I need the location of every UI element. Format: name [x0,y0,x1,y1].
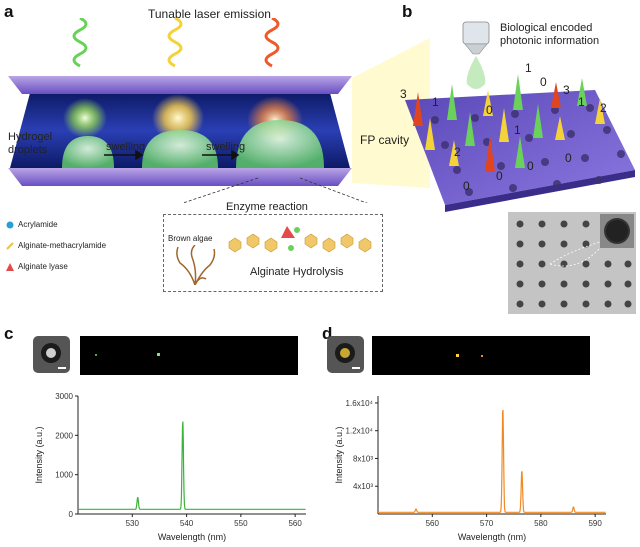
y-tick-label: 0 [69,510,74,519]
legend-label: Acrylamide [18,220,58,229]
panel-b-number-9: 2 [600,101,607,115]
legend-row-acrylamide: Acrylamide [6,220,58,229]
swelling-label-1: swelling [106,141,146,153]
panel-a-letter: a [4,2,14,21]
spectrum-line [378,409,606,513]
x-tick-label: 530 [126,519,140,528]
enzyme-box-title: Enzyme reaction [224,201,310,213]
spectrum-line [78,421,306,510]
legend-label: Alginate lyase [18,262,68,271]
y-tick-label: 4x10³ [353,482,373,491]
scale-bar [58,367,66,369]
hydrogel-label-line2: droplets [8,144,48,156]
triangle-icon [6,262,14,271]
panel-b-illustration [405,21,635,212]
panel-d-laser-image [372,336,590,375]
panel-b-number-6: 1 [578,95,585,109]
panel-b-number-4: 3 [563,83,570,97]
dot-icon [6,221,14,228]
x-tick-label: 560 [288,519,302,528]
panel-a-title: Tunable laser emission [148,7,271,21]
x-tick-label: 540 [180,519,194,528]
y-axis-label: Intensity (a.u.) [34,426,44,483]
legend-row-alginate-methacrylamide: Alginate-methacrylamide [6,241,106,250]
panel-b-number-2: 1 [432,95,439,109]
hydrogel-label-line1: Hydrogel [8,131,53,143]
enzyme-reaction-box [163,214,383,292]
y-tick-label: 2000 [55,431,73,440]
x-axis-label: Wavelength (nm) [458,532,526,542]
x-tick-label: 570 [480,519,494,528]
panel-b-number-8: 1 [514,123,521,137]
panel-b-letter: b [402,2,413,21]
y-tick-label: 1000 [55,471,73,480]
panel-b-number-7: 0 [540,75,547,89]
scale-bar [352,367,360,369]
laser-spot-bright [456,354,459,357]
panel-c-thumbnail [33,336,70,373]
laser-spot-bright [157,353,160,356]
alginate-chain-icon [228,226,372,253]
brown-algae-icon [176,245,216,285]
panel-b-number-10: 2 [454,145,461,159]
panel-d-letter: d [322,324,333,343]
droplet-highlight [340,348,350,358]
panel-b-number-12: 0 [496,169,503,183]
panel-b-title-line2: photonic information [500,35,600,47]
panel-c-letter: c [4,324,14,343]
alginate-hydrolysis-label: Alginate Hydrolysis [250,266,344,278]
panel-b-number-3: 0 [486,103,493,117]
legend-row-alginate-lyase: Alginate lyase [6,262,68,271]
y-tick-label: 1.6x10⁴ [346,399,374,408]
x-axis-label: Wavelength (nm) [158,532,226,542]
swelling-label-2: swelling [206,141,246,153]
brown-algae-label: Brown algae [168,234,213,243]
panel-b-number-11: 0 [463,179,470,193]
fp-cavity-label: FP cavity [360,133,410,147]
y-tick-label: 1.2x10⁴ [346,427,374,436]
panel-b-number-14: 0 [565,151,572,165]
panel-b-number-1: 3 [400,87,407,101]
panel-a-illustration [8,18,430,203]
laser-spot-small [481,355,483,357]
panel-b-title-line1: Biological encoded [500,22,593,34]
panel-b-number-5: 1 [525,61,532,75]
chart-d: 560 570 580 590 4x10³ 8x10³ 1.2x10⁴ 1.6x10⁴ Wave… [334,396,606,542]
x-tick-label: 560 [426,519,440,528]
panel-b-number-13: 0 [527,159,534,173]
y-tick-label: 3000 [55,392,73,401]
y-tick-label: 8x10³ [353,454,373,463]
panel-d-thumbnail [327,336,364,373]
x-tick-label: 590 [588,519,602,528]
x-tick-label: 580 [534,519,548,528]
legend-label: Alginate-methacrylamide [18,241,107,250]
stick-icon [6,241,14,250]
x-tick-label: 550 [234,519,248,528]
micrograph-image [508,212,636,314]
laser-spot-small [95,354,97,356]
droplet-highlight [46,348,56,358]
panel-c-laser-image [80,336,298,375]
y-axis-label: Intensity (a.u.) [334,426,344,483]
